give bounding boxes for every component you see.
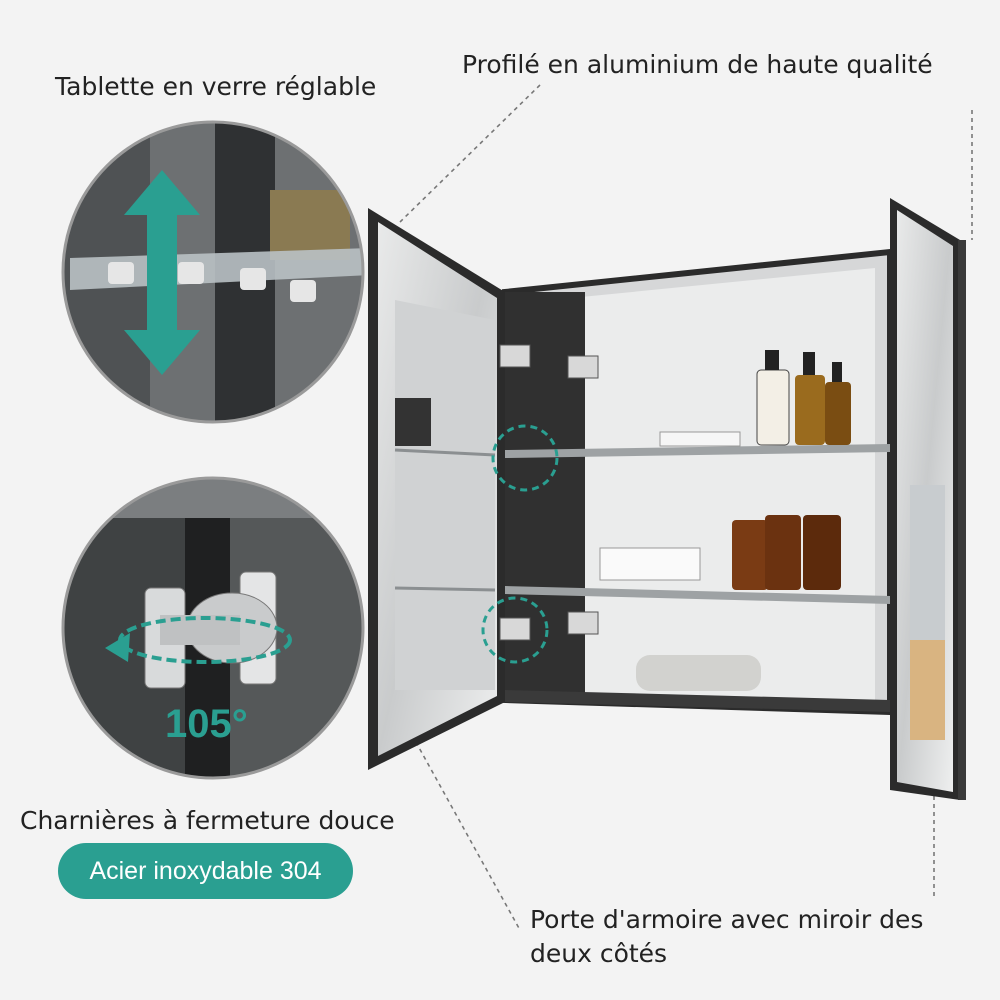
shelf-detail-circle — [61, 120, 365, 424]
steel-badge: Acier inoxydable 304 — [58, 843, 353, 899]
lower-bottles — [599, 515, 841, 691]
door-label: Porte d'armoire avec miroir des deux côt… — [530, 905, 924, 968]
hinge-detail-circle: 105° — [61, 476, 365, 780]
rotate-arrow-icon — [105, 616, 292, 664]
upper-bottles — [659, 350, 851, 447]
hinges-label: Charnières à fermeture douce — [20, 806, 395, 835]
inner-hinges — [499, 344, 599, 641]
profile-label: Profilé en aluminium de haute qualité — [462, 50, 933, 79]
shelf-label: Tablette en verre réglable — [55, 72, 377, 101]
hinge-highlights — [481, 424, 559, 664]
left-door — [368, 208, 505, 770]
cabinet-body — [502, 248, 893, 716]
right-door — [890, 198, 966, 800]
vertical-double-arrow-icon — [124, 170, 200, 375]
angle-label: 105° — [165, 702, 248, 746]
